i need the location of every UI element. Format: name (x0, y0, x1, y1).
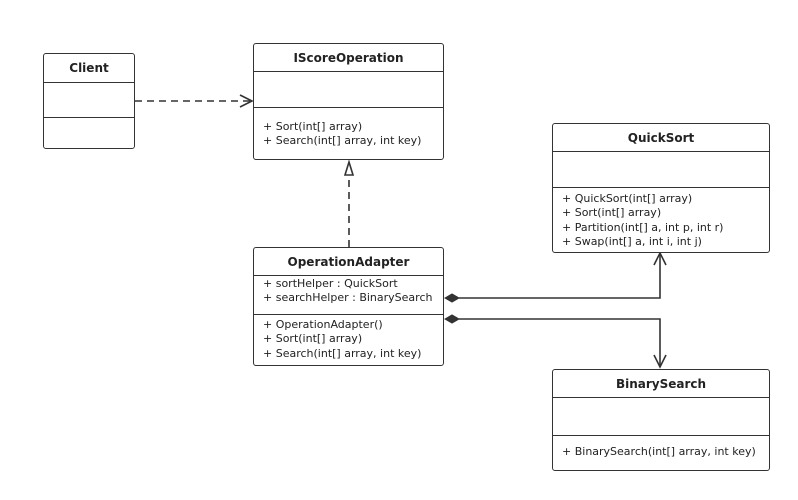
class-name: Client (44, 54, 134, 83)
class-name: IScoreOperation (254, 44, 443, 72)
composition-diamond-binarysearch (443, 314, 461, 324)
methods-section (44, 118, 134, 148)
attributes-section (553, 152, 769, 188)
realization-triangle (343, 159, 355, 176)
method: + Swap(int[] a, int i, int j) (562, 234, 702, 248)
class-operation-adapter: OperationAdapter + sortHelper : QuickSor… (253, 247, 444, 366)
attributes-section (44, 83, 134, 118)
class-name: OperationAdapter (254, 248, 443, 276)
method: + BinarySearch(int[] array, int key) (562, 445, 756, 458)
binarysearch-arrowhead (653, 354, 667, 369)
method: + Partition(int[] a, int p, int r) (562, 220, 724, 234)
class-name: QuickSort (553, 124, 769, 152)
attributes-section (254, 72, 443, 108)
attribute: + searchHelper : BinarySearch (263, 291, 433, 305)
methods-section: + Sort(int[] array) + Search(int[] array… (254, 108, 443, 152)
method: + Sort(int[] array) (263, 332, 363, 346)
composition-line-quicksort (459, 253, 661, 299)
method: + Search(int[] array, int key) (263, 134, 422, 148)
method: + OperationAdapter() (263, 318, 383, 331)
method: + Search(int[] array, int key) (263, 346, 422, 360)
methods-section: + BinarySearch(int[] array, int key) (553, 436, 769, 462)
method: + QuickSort(int[] array) (562, 192, 693, 205)
methods-section: + OperationAdapter() + Sort(int[] array)… (254, 315, 443, 364)
attribute: + sortHelper : QuickSort (263, 277, 398, 290)
composition-diamond-quicksort (443, 293, 461, 303)
class-name: BinarySearch (553, 370, 769, 398)
attributes-section: + sortHelper : QuickSort + searchHelper … (254, 276, 443, 315)
method: + Sort(int[] array) (263, 120, 363, 133)
quicksort-arrowhead (653, 251, 667, 266)
dependency-arrowhead (239, 94, 254, 108)
methods-section: + QuickSort(int[] array) + Sort(int[] ar… (553, 188, 769, 252)
method: + Sort(int[] array) (562, 206, 662, 220)
class-client: Client (43, 53, 135, 149)
attributes-section (553, 398, 769, 436)
class-quicksort: QuickSort + QuickSort(int[] array) + Sor… (552, 123, 770, 253)
class-binary-search: BinarySearch + BinarySearch(int[] array,… (552, 369, 770, 471)
class-iscore-operation: IScoreOperation + Sort(int[] array) + Se… (253, 43, 444, 160)
composition-line-binarysearch (459, 318, 661, 367)
